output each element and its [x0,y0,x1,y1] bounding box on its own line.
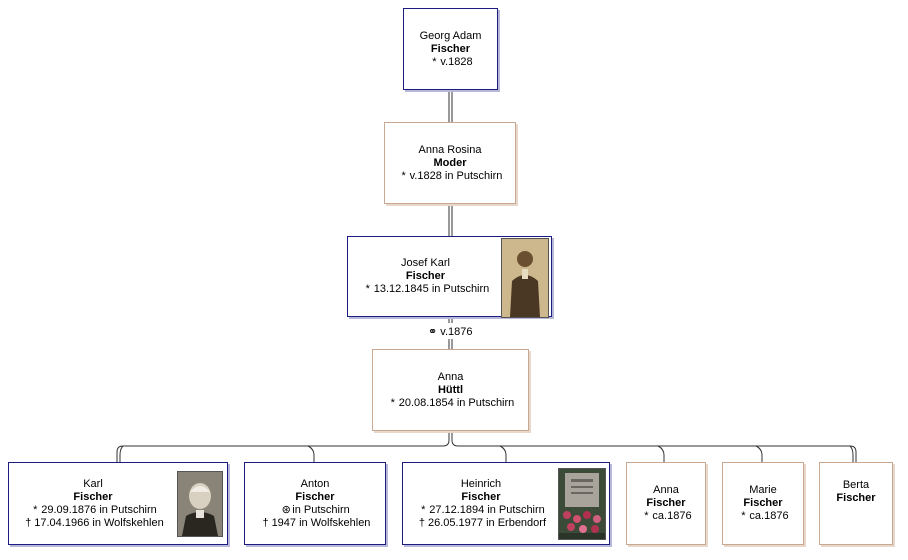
birth-symbol: * [365,283,370,295]
person-card-josef-karl-fischer[interactable]: Josef Karl Fischer *13.12.1845 in Putsch… [347,236,552,318]
birth-symbol: * [390,396,395,409]
birth-symbol: * [33,503,38,516]
surname: Hüttl [437,383,464,396]
birth-date: ca.1876 [652,510,692,522]
death-date: 26.05.1977 in Erbendorf [427,516,547,529]
given-name: Berta [842,479,870,491]
given-name: Marie [749,484,777,496]
portrait-photo-karl [177,471,223,537]
given-name: Anna Rosina [418,143,482,156]
person-card-anton-fischer[interactable]: Anton Fischer ⊛in Putschirn †1947 in Wol… [244,462,386,545]
surname: Fischer [646,497,686,509]
given-name: Karl [83,477,103,490]
birth-date: ca.1876 [749,510,789,522]
birth-symbol: * [432,55,437,68]
grave-image [559,469,605,539]
birth-symbol: * [401,169,406,182]
person-card-karl-fischer[interactable]: Karl Fischer *29.09.1876 in Putschirn †1… [8,462,228,545]
marriage-date: ⚭ v.1876 [428,326,473,338]
surname: Fischer [295,490,335,503]
surname: Fischer [836,492,876,504]
death-date: 1947 in Wolfskehlen [271,516,371,529]
surname: Fischer [73,490,113,503]
baptism-place: in Putschirn [292,503,350,516]
birth-date: 29.09.1876 in Putschirn [41,503,157,516]
person-card-anna-fischer[interactable]: Anna Fischer *ca.1876 [626,462,706,545]
grave-photo-heinrich [558,468,606,540]
surname: Fischer [461,490,501,503]
birth-date: v.1828 in Putschirn [409,169,503,182]
given-name: Josef Karl [401,257,450,269]
birth-symbol: * [741,510,746,522]
person-card-georg-adam-fischer[interactable]: Georg Adam Fischer *v.1828 [403,8,498,90]
death-date: 17.04.1966 in Wolfskehlen [34,516,164,529]
given-name: Anna [437,370,464,383]
given-name: Anton [300,477,330,490]
surname: Moder [433,156,467,169]
person-card-heinrich-fischer[interactable]: Heinrich Fischer *27.12.1894 in Putschir… [402,462,610,545]
person-card-anna-rosina-moder[interactable]: Anna Rosina Moder *v.1828 in Putschirn [384,122,516,204]
surname: Fischer [405,270,446,282]
death-symbol: † [418,516,426,529]
birth-symbol: * [644,510,649,522]
death-symbol: † [262,516,269,529]
portrait-image [178,472,222,536]
birth-date: v.1828 [440,55,473,68]
baptism-symbol: ⊛ [281,503,291,516]
birth-date: 27.12.1894 in Putschirn [429,503,545,516]
death-symbol: † [25,516,32,529]
portrait-photo-josef [501,238,549,318]
given-name: Anna [653,484,679,496]
portrait-image [502,239,548,317]
given-name: Georg Adam [419,29,482,42]
surname: Fischer [743,497,783,509]
person-card-anna-huettl[interactable]: Anna Hüttl *20.08.1854 in Putschirn [372,349,529,431]
marriage-symbol: ⚭ [428,326,438,338]
birth-date: 20.08.1854 in Putschirn [398,396,515,409]
person-card-berta-fischer[interactable]: Berta Fischer [819,462,893,545]
person-card-marie-fischer[interactable]: Marie Fischer *ca.1876 [722,462,804,545]
given-name: Heinrich [460,477,502,490]
surname: Fischer [430,42,471,55]
birth-symbol: * [421,503,426,516]
birth-date: 13.12.1845 in Putschirn [373,283,490,295]
